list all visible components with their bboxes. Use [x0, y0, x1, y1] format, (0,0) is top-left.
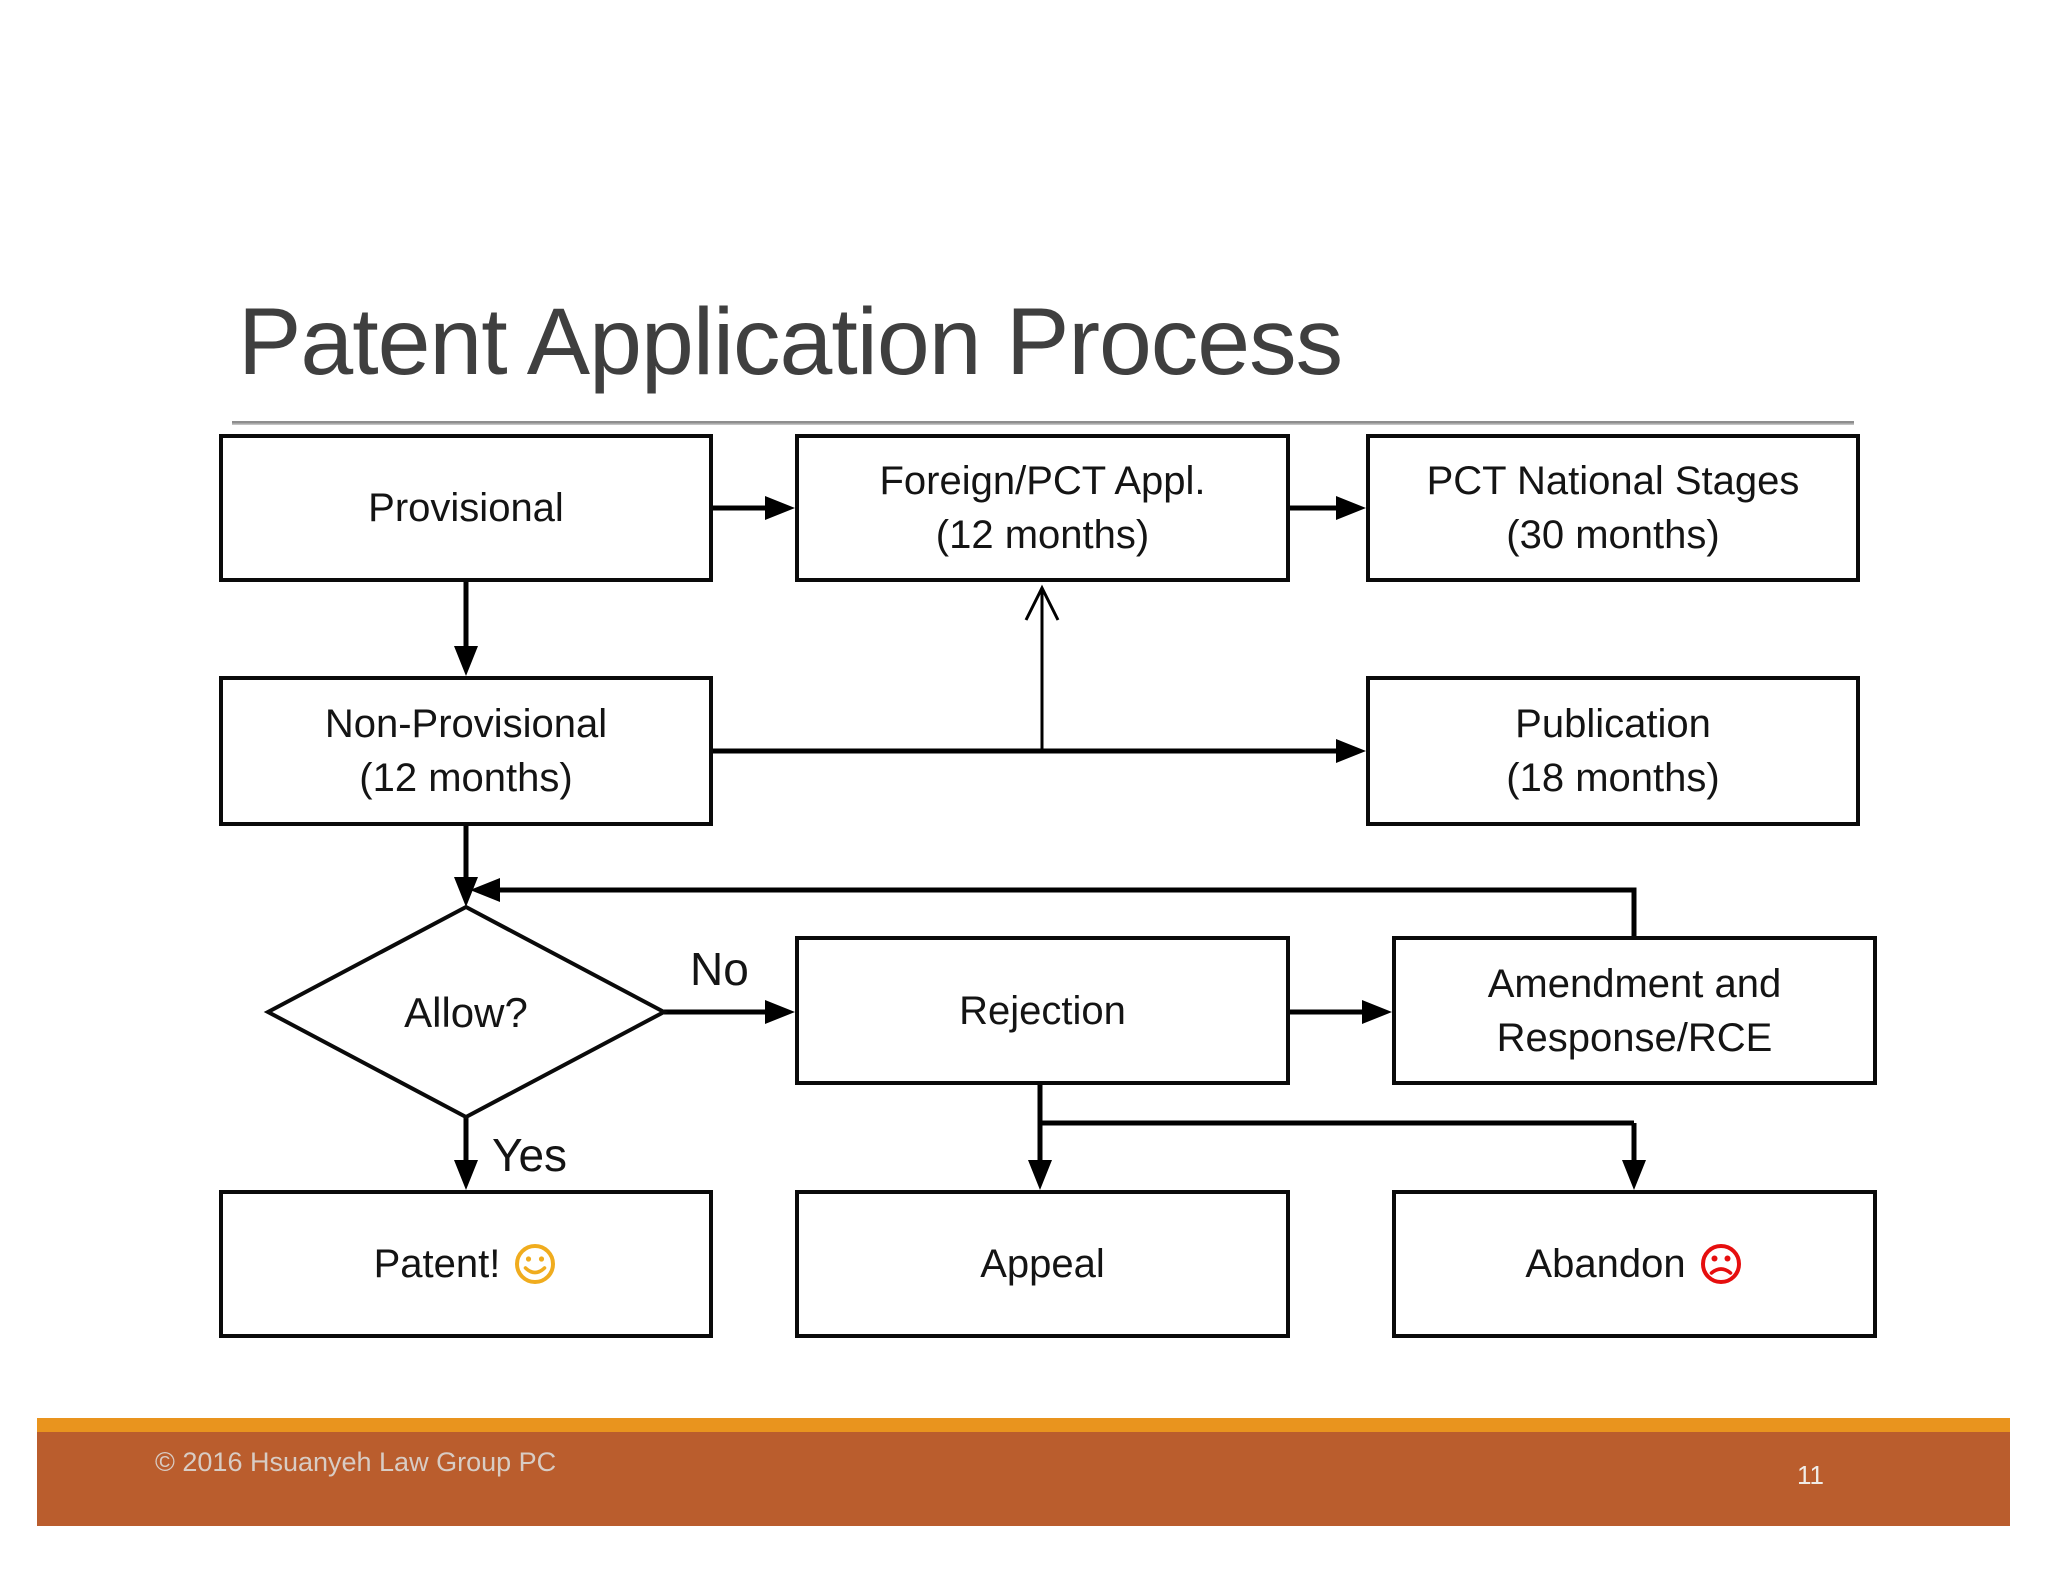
flow-node-patent: Patent! [219, 1190, 713, 1338]
node-sublabel: (12 months) [935, 513, 1150, 557]
node-label: Provisional [368, 486, 564, 530]
node-label: Abandon [1525, 1242, 1686, 1286]
smiley-face-icon [515, 1244, 556, 1284]
node-label: Amendment and [1487, 961, 1782, 1006]
flow-node-foreign-pct: Foreign/PCT Appl. (12 months) [795, 434, 1290, 582]
page-title: Patent Application Process [238, 289, 1343, 395]
thin-arrow-nonprovisional-to-foreign [1024, 584, 1060, 751]
flow-node-appeal: Appeal [795, 1190, 1290, 1338]
branch-label-yes: Yes [492, 1129, 568, 1181]
flow-node-provisional: Provisional [219, 434, 713, 582]
footer-bar [37, 1432, 2010, 1526]
title-underline [232, 421, 1854, 425]
flow-node-publication: Publication (18 months) [1366, 676, 1860, 826]
node-sublabel: (18 months) [1506, 756, 1720, 800]
branch-label-no: No [690, 943, 749, 995]
flow-node-allow-label: Allow? [404, 989, 528, 1036]
flow-node-rejection: Rejection [795, 936, 1290, 1085]
footer-page-number: 11 [1797, 1460, 1824, 1490]
flow-node-abandon: Abandon [1392, 1190, 1877, 1338]
node-sublabel: (12 months) [359, 756, 573, 800]
node-label: PCT National Stages [1426, 459, 1800, 503]
node-label: Rejection [959, 988, 1126, 1033]
footer-accent-bar [37, 1418, 2010, 1432]
sad-face-icon [1700, 1244, 1741, 1284]
footer-copyright: © 2016 Hsuanyeh Law Group PC [155, 1447, 557, 1477]
node-label: Foreign/PCT Appl. [879, 459, 1206, 503]
node-label: Publication [1515, 702, 1711, 746]
feedback-amendment-to-allow-line [498, 887, 1637, 936]
node-sublabel: Response/RCE [1496, 1015, 1773, 1060]
node-label: Non-Provisional [324, 702, 608, 746]
node-sublabel: (30 months) [1506, 513, 1720, 557]
arrowheads [454, 496, 1646, 1190]
flow-node-pct-national: PCT National Stages (30 months) [1366, 434, 1860, 582]
flow-node-amendment: Amendment and Response/RCE [1392, 936, 1877, 1085]
node-label: Appeal [980, 1242, 1105, 1286]
node-label: Patent! [373, 1242, 501, 1286]
flow-node-non-provisional: Non-Provisional (12 months) [219, 676, 713, 826]
decision-diamond [263, 904, 669, 1120]
